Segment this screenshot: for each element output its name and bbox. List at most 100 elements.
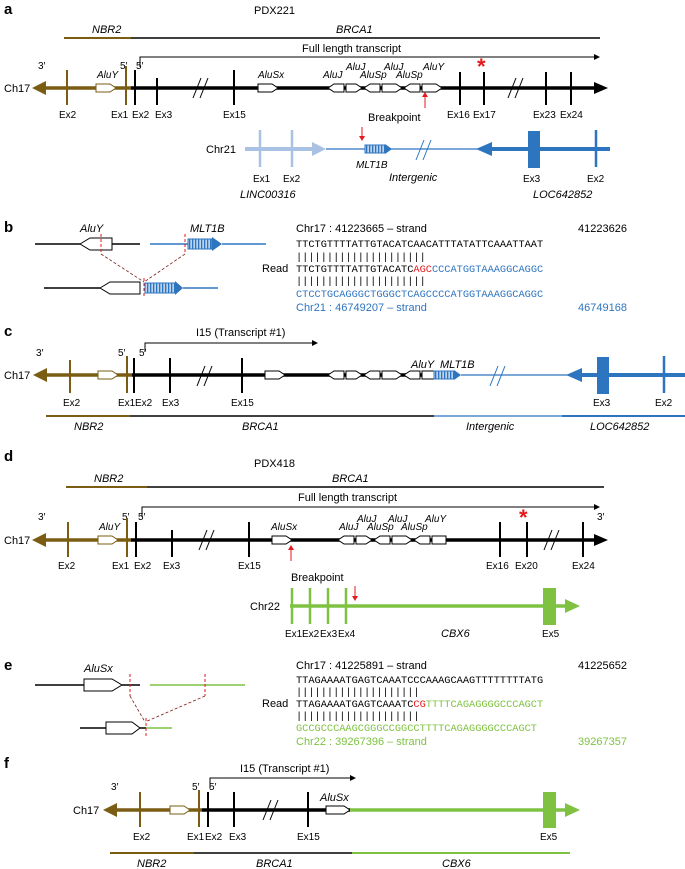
- chr21-sequence: CTCCTGCAGGGCTGGGCTCAGCCCCATGGTAAAGGCAGGC: [296, 289, 543, 301]
- axis-break: [496, 365, 506, 387]
- aluy-element: [421, 83, 443, 93]
- three-prime-label: 3′: [111, 782, 119, 793]
- nbr2-arrowhead: [32, 81, 46, 95]
- exon-label: Ex23: [533, 110, 556, 121]
- transcript-arrowhead: [312, 340, 318, 346]
- aluj-element: [345, 370, 363, 380]
- intergenic-label: Intergenic: [466, 421, 515, 433]
- junction-guide: [144, 695, 206, 723]
- axis-break: [199, 77, 209, 99]
- mlt1b-label: MLT1B: [356, 160, 388, 171]
- exon-label: Ex2: [283, 174, 301, 185]
- five-prime-label-2: 5′: [139, 348, 147, 359]
- mlt1b-arrowhead: [175, 281, 183, 295]
- five-prime-label: 5′: [118, 348, 126, 359]
- aluj-element: [327, 370, 345, 380]
- gene-label-nbr2: NBR2: [94, 473, 123, 485]
- exon-label: Ex1: [187, 832, 205, 843]
- axis-break: [543, 529, 553, 551]
- alusp-label: AluSp: [395, 70, 423, 81]
- panel-label-f: f: [4, 755, 10, 772]
- aluj-label: AluJ: [356, 514, 377, 525]
- panel-f: f I15 (Transcript #1) 3′ 5′ 5′ Ch17 AluS…: [4, 755, 580, 869]
- panel-label-b: b: [4, 219, 13, 236]
- panel-label-d: d: [4, 448, 13, 465]
- read-chr22-part: TTTTCAGAGGGGCCCAGCT: [426, 699, 543, 711]
- read-chr17-part: TTCTGTTTTATTGTACATC: [296, 264, 413, 276]
- aluy-element: [431, 535, 447, 545]
- read-label: Read: [262, 263, 288, 275]
- three-prime-label: 3′: [38, 61, 46, 72]
- transcript-label: I15 (Transcript #1): [196, 327, 285, 339]
- alusx-element: [105, 721, 141, 735]
- transcript-arrowhead: [594, 504, 600, 510]
- chr17-coordinate-label: Chr17 : 41225891 – strand: [296, 660, 427, 672]
- loc-arrowhead: [476, 142, 492, 156]
- cbx6-label: CBX6: [441, 628, 471, 640]
- chr22-coordinate-label: Chr22 : 39267396 – strand: [296, 736, 427, 748]
- read-sequence: TTCTGTTTTATTGTACATCAGCCCCATGGTAAAGGCAGGC: [296, 264, 543, 276]
- three-prime-label-2: 3′: [597, 512, 605, 523]
- exon-label: Ex24: [572, 561, 595, 572]
- alignment-bars: |||||||||||||||||||||: [296, 276, 426, 288]
- loc-label: LOC642852: [590, 421, 649, 433]
- chr22-end-coordinate: 39267357: [578, 736, 627, 748]
- breakpoint-arrowhead: [288, 545, 294, 550]
- exon-label: Ex2: [587, 174, 605, 185]
- exon-label: Ex17: [473, 110, 496, 121]
- mutation-star-icon: *: [519, 505, 528, 530]
- transcript-arrow: [139, 56, 594, 67]
- aluy-element: [421, 370, 435, 380]
- gene-label-nbr2: NBR2: [74, 421, 103, 433]
- gene-label-brca1: BRCA1: [256, 858, 293, 869]
- axis-break: [415, 139, 425, 161]
- aluj-element: [327, 83, 345, 93]
- transcript-arrowhead: [350, 775, 356, 781]
- gene-label-nbr2: NBR2: [137, 858, 166, 869]
- exon-label: Ex5: [542, 629, 560, 640]
- alignment-bars: |||||||||||||||||||||: [296, 252, 426, 264]
- cbx6-exon-5: [543, 588, 556, 625]
- junction-guide: [100, 253, 145, 283]
- exon-label: Ex3: [229, 832, 247, 843]
- alusp-element: [403, 370, 421, 380]
- read-microhomology: AGC: [413, 264, 432, 276]
- panel-label-c: c: [4, 323, 12, 340]
- chr17-coordinate-label: Chr17 : 41223665 – strand: [296, 223, 427, 235]
- aluy-label: AluY: [79, 223, 104, 235]
- chr21-label: Chr21: [206, 144, 236, 156]
- nbr2-arrowhead: [33, 368, 47, 382]
- exon-label: Ex2: [134, 561, 152, 572]
- sample-title-pdx221: PDX221: [254, 5, 295, 17]
- gene-label-cbx6: CBX6: [442, 858, 472, 869]
- linc-label: LINC00316: [240, 189, 297, 201]
- loc-exon-3: [597, 357, 609, 394]
- aluj-label: AluJ: [383, 62, 404, 73]
- mlt1b-arrowhead: [454, 370, 461, 380]
- exon-label: Ex15: [231, 398, 254, 409]
- five-prime-label-2: 5′: [138, 512, 146, 523]
- exon-label: Ex2: [132, 110, 150, 121]
- mlt1b-arrowhead: [212, 237, 222, 251]
- alusp-element: [373, 535, 391, 545]
- three-prime-label: 3′: [38, 512, 46, 523]
- exon-label: Ex20: [515, 561, 538, 572]
- mlt1b-label: MLT1B: [440, 359, 475, 371]
- alusx-element: [257, 83, 279, 93]
- panel-b: b AluY MLT1B Chr17 : 41223665 – strand 4…: [4, 219, 627, 314]
- breakpoint-arrowhead: [359, 136, 365, 141]
- axis-break: [507, 77, 517, 99]
- panel-a: a PDX221 NBR2 BRCA1 Full length transcri…: [4, 1, 610, 201]
- exon-label: Ex1: [111, 110, 129, 121]
- cbx6-exon-5: [543, 792, 556, 828]
- transcript-arrow: [209, 777, 350, 788]
- aluj-element: [391, 535, 413, 545]
- breakpoint-arrowhead: [422, 92, 428, 97]
- aluy-element: [79, 237, 113, 251]
- loc-label: LOC642852: [533, 189, 592, 201]
- aluy-element: [99, 281, 141, 295]
- chr21-end-coordinate: 46749168: [578, 302, 627, 314]
- read-label: Read: [262, 698, 288, 710]
- gene-label-brca1: BRCA1: [336, 24, 373, 36]
- mlt1b-element: [433, 370, 455, 380]
